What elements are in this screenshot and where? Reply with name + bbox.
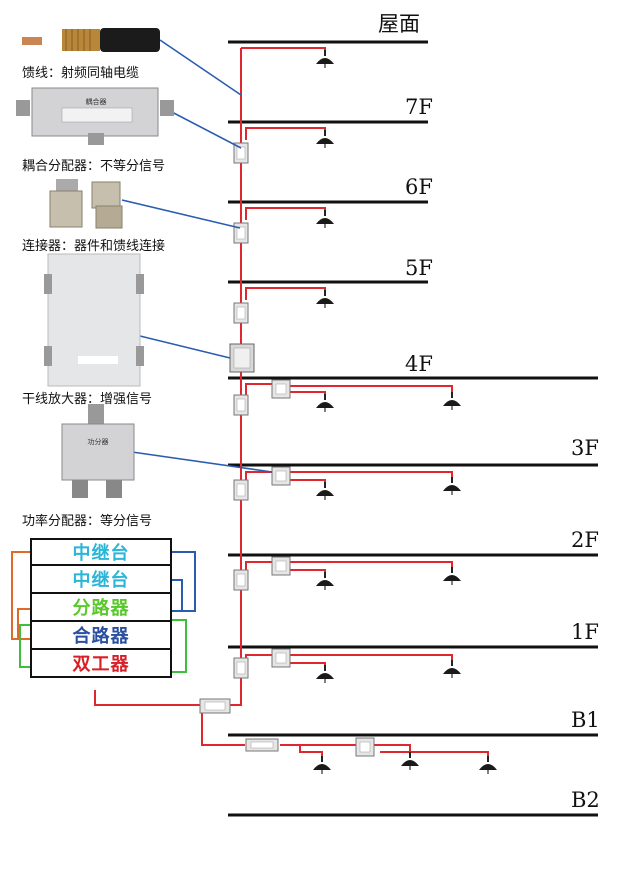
floor-label-roof: 屋面 bbox=[378, 12, 420, 36]
coax-cable-icon bbox=[22, 28, 160, 52]
floor-label-5f: 5F bbox=[405, 256, 433, 280]
equipment-stack: 中继台 中继台 分路器 合路器 双工器 bbox=[30, 538, 172, 678]
stack-splitter: 分路器 bbox=[30, 594, 172, 622]
floor-lines bbox=[228, 40, 598, 817]
stack-repeater-2: 中继台 bbox=[30, 566, 172, 594]
connector-label: 连接器：器件和馈线连接 bbox=[22, 239, 166, 254]
floor-label-3f: 3F bbox=[571, 436, 599, 460]
floor-label-7f: 7F bbox=[405, 95, 433, 119]
callout-lines bbox=[121, 39, 273, 473]
ceiling-antennas bbox=[312, 49, 498, 775]
floor-label-6f: 6F bbox=[405, 175, 433, 199]
stack-duplexer: 双工器 bbox=[30, 650, 172, 678]
coupler-device-icon: 耦合器 bbox=[16, 87, 174, 145]
amplifier-label: 干线放大器：增强信号 bbox=[22, 392, 153, 407]
coupler-device-text: 耦合器 bbox=[86, 97, 107, 106]
feeder-label: 馈线：射频同轴电缆 bbox=[22, 66, 140, 81]
floor-label-2f: 2F bbox=[571, 528, 599, 552]
stack-wires bbox=[11, 551, 196, 673]
stack-repeater-1: 中继台 bbox=[30, 538, 172, 566]
floor-label-b1: B1 bbox=[571, 708, 600, 732]
splitter-label: 功率分配器：等分信号 bbox=[22, 514, 153, 529]
floor-label-b2: B2 bbox=[571, 788, 600, 812]
riser-amplifier bbox=[229, 343, 255, 373]
floor-splitters bbox=[271, 379, 375, 757]
floor-label-1f: 1F bbox=[571, 620, 599, 644]
splitter-device-icon: 功分器 bbox=[61, 404, 135, 498]
coupler-label: 耦合分配器：不等分信号 bbox=[22, 159, 166, 174]
connector-icon bbox=[49, 179, 123, 229]
base-couplers bbox=[199, 698, 279, 752]
splitter-device-text: 功分器 bbox=[88, 437, 109, 446]
floor-label-4f: 4F bbox=[405, 352, 433, 376]
amplifier-box-icon bbox=[44, 253, 144, 387]
stack-combiner: 合路器 bbox=[30, 622, 172, 650]
